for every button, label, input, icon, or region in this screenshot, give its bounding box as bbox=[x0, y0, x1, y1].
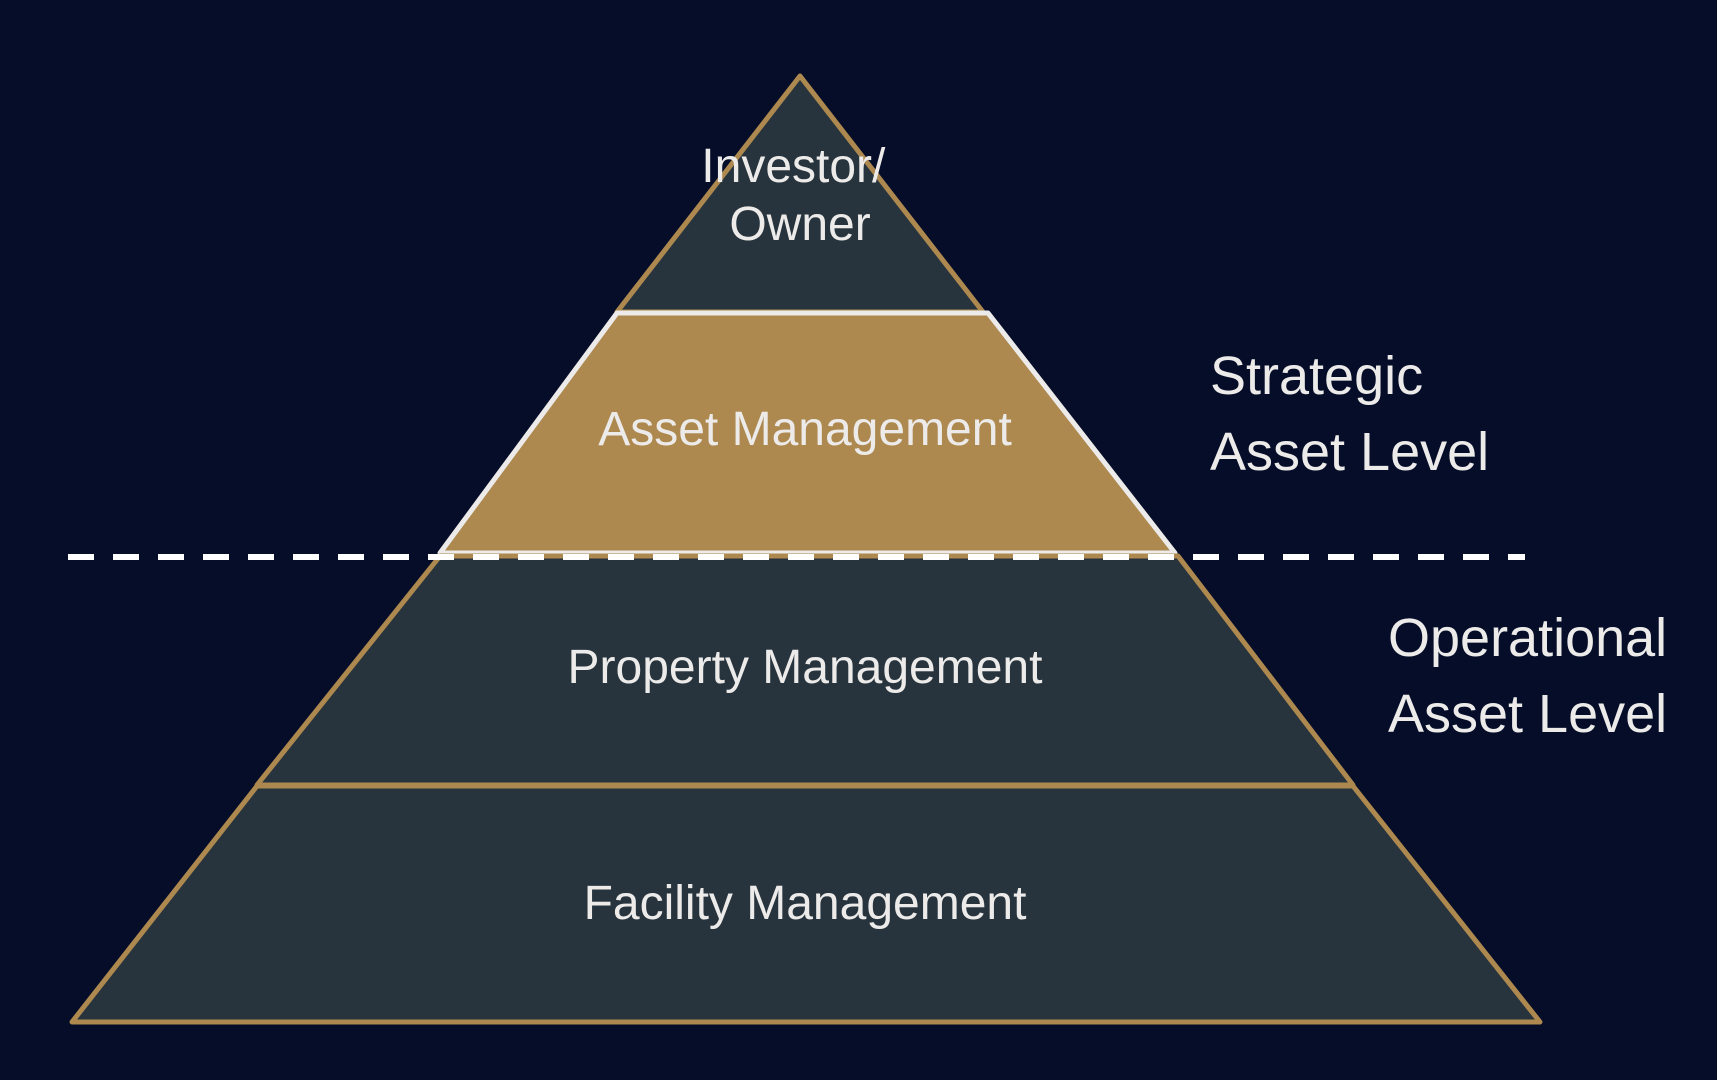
level-label-line: Asset Level bbox=[1210, 422, 1490, 482]
tier-asset-management bbox=[437, 310, 1178, 556]
tier-label-line: Investor/ bbox=[701, 140, 886, 193]
tier-label-asset-management: Asset Management bbox=[598, 403, 1012, 456]
tier-label-line: Property Management bbox=[568, 641, 1043, 694]
level-label-line: Operational bbox=[1388, 608, 1668, 668]
level-label-operational: Operational Asset Level bbox=[1388, 600, 1667, 752]
tier-investor-owner bbox=[614, 73, 986, 315]
tier-label-line: Facility Management bbox=[584, 877, 1027, 930]
tier-label-facility-management: Facility Management bbox=[584, 877, 1027, 930]
tier-label-investor-owner: Investor/ Owner bbox=[701, 140, 898, 251]
level-label-line: Strategic bbox=[1210, 346, 1424, 406]
tier-facility-management bbox=[69, 783, 1543, 1025]
level-label-strategic: Strategic Asset Level bbox=[1210, 338, 1489, 490]
level-label-line: Asset Level bbox=[1388, 684, 1668, 744]
tier-label-line: Asset Management bbox=[598, 403, 1012, 456]
tier-label-property-management: Property Management bbox=[568, 641, 1043, 694]
tier-label-line: Owner bbox=[729, 198, 870, 251]
